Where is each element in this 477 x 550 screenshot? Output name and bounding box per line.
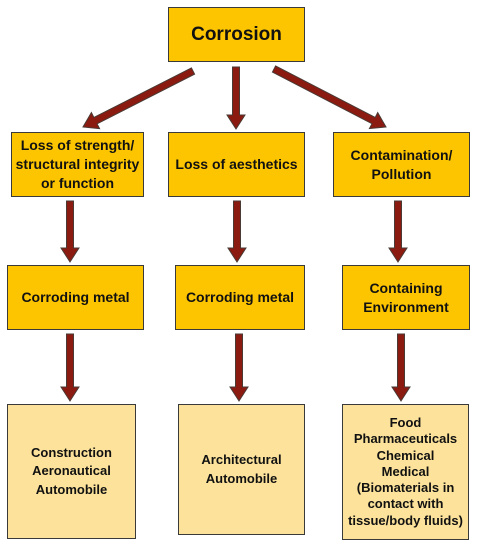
sector-box-industrial: Construction Aeronautical Automobile [7, 404, 136, 539]
sector-line: Food [389, 415, 422, 431]
sector-line: Automobile [205, 470, 278, 486]
arrow-environment-to-contact [391, 333, 411, 402]
root-label: Corrosion [191, 23, 282, 45]
consequence-box-aesthetics: Loss of aesthetics [168, 132, 305, 197]
sector-line: Pharmaceuticals [353, 431, 458, 447]
sector-line: Automobile [35, 481, 108, 497]
sector-line: Construction [31, 445, 112, 461]
consequence-line: Contamination/ [350, 146, 453, 163]
sector-line: Architectural [201, 452, 282, 468]
consequence-line: Loss of strength/ [20, 137, 135, 154]
arrow-root-to-strength [82, 67, 196, 130]
subject-line: Corroding metal [185, 289, 295, 306]
subject-line: Environment [363, 298, 449, 315]
arrow-contamination-to-environment [388, 200, 408, 263]
sector-line: (Biomaterials in [356, 480, 455, 496]
sector-line: contact with [367, 496, 444, 512]
arrow-aesthetics-to-metal [227, 200, 247, 263]
subject-box-environment: Containing Environment [342, 265, 470, 330]
arrow-metal-to-architectural [229, 333, 249, 402]
consequence-box-contamination: Contamination/ Pollution [333, 132, 470, 197]
subject-box-metal-2: Corroding metal [175, 265, 305, 330]
consequence-line: structural integrity [15, 156, 140, 173]
consequence-line: Loss of aesthetics [175, 156, 298, 173]
subject-line: Corroding metal [21, 289, 130, 306]
root-box-corrosion: Corrosion [168, 7, 305, 62]
subject-line: Containing [369, 279, 443, 296]
sector-line: Aeronautical [32, 463, 111, 479]
consequence-line: or function [40, 174, 115, 191]
arrow-strength-to-metal [60, 200, 80, 263]
consequence-box-strength: Loss of strength/ structural integrity o… [11, 132, 144, 197]
sector-box-contact: Food Pharmaceuticals Chemical Medical (B… [342, 404, 469, 540]
sector-line: Medical [381, 463, 430, 479]
subject-box-metal-1: Corroding metal [7, 265, 144, 330]
sector-line: Chemical [376, 447, 435, 463]
arrow-metal-to-industrial [60, 333, 80, 402]
sector-box-architectural: Architectural Automobile [178, 404, 305, 535]
consequence-line: Pollution [371, 165, 432, 182]
arrow-root-to-contamination [271, 65, 387, 130]
arrow-root-to-aesthetics [226, 66, 246, 130]
sector-line: tissue/body fluids) [348, 512, 463, 528]
